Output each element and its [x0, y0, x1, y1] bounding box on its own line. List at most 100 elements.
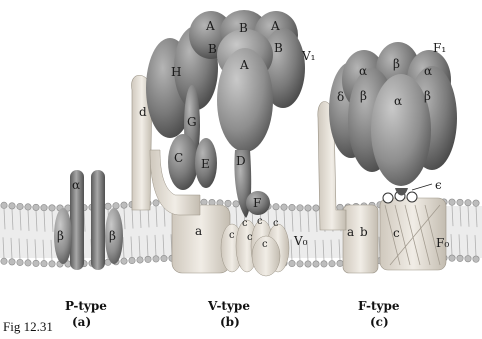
v-label-a3: A: [239, 58, 249, 72]
caption-p-type: P-type: [65, 299, 107, 313]
lipid-head: [145, 256, 151, 262]
v-label-d-large: D: [236, 154, 246, 168]
lipid-head: [305, 261, 311, 267]
v-label-d-small: d: [139, 105, 147, 119]
f-subunit-a-b-base: [343, 205, 378, 273]
lipid-head: [137, 257, 143, 263]
v-sector-v0-label: V₀: [293, 234, 308, 248]
v-label-b2: B: [208, 42, 217, 56]
lipid-head: [337, 260, 343, 266]
f-label-a: a: [347, 225, 354, 239]
f-label-beta3: β: [424, 89, 431, 103]
lipid-head: [337, 204, 343, 210]
v-sector-v1-label: V₁: [301, 49, 315, 63]
lipid-head: [49, 261, 55, 267]
epsilon-pointer: [412, 184, 432, 190]
lipid-head: [321, 261, 327, 267]
f-sector-f1-label: F₁: [433, 41, 446, 55]
lipid-head: [33, 204, 39, 210]
p-beta-left-label: β: [57, 229, 64, 243]
v-label-c6: c: [262, 239, 268, 250]
lipid-head: [225, 200, 231, 206]
lipid-head: [465, 256, 471, 262]
v-label-c-large: C: [174, 151, 183, 165]
lipid-head: [17, 203, 23, 209]
v-label-b3: B: [274, 41, 283, 55]
lipid-head: [49, 205, 55, 211]
lipid-head: [313, 205, 319, 211]
f-label-b: b: [360, 225, 368, 239]
lipid-head: [281, 204, 287, 210]
lipid-head: [9, 259, 15, 265]
lipid-head: [161, 255, 167, 261]
lipid-head: [121, 258, 127, 264]
lipid-head: [233, 201, 239, 207]
lipid-head: [449, 199, 455, 205]
lipid-head: [289, 204, 295, 210]
f-label-c: c: [393, 226, 400, 240]
lipid-head: [41, 204, 47, 210]
v-label-a1: A: [205, 19, 215, 33]
lipid-head: [25, 260, 31, 266]
lipid-head: [297, 205, 303, 211]
lipid-head: [1, 258, 7, 264]
lipid-head: [1, 202, 7, 208]
f-label-alpha2: α: [424, 64, 432, 78]
lipid-head: [153, 256, 159, 262]
v-label-h: H: [171, 65, 181, 79]
v-label-b1: B: [239, 21, 248, 35]
f-label-epsilon: ϵ: [435, 178, 442, 192]
f-label-alpha3: α: [394, 94, 402, 108]
v-label-a2: A: [270, 19, 280, 33]
lipid-head: [9, 203, 15, 209]
caption-f-type: F-type: [358, 299, 400, 313]
f-label-delta: δ: [337, 90, 344, 104]
v-label-c4: c: [273, 218, 279, 229]
f-label-beta2: β: [360, 89, 367, 103]
lipid-head: [41, 260, 47, 266]
lipid-head: [457, 199, 463, 205]
lipid-head: [153, 200, 159, 206]
f-subunit-alpha-front: [371, 74, 431, 186]
lipid-head: [289, 260, 295, 266]
lipid-head: [25, 204, 31, 210]
lipid-head: [305, 205, 311, 211]
f-c-ring: [380, 198, 446, 270]
v-label-c2: c: [242, 218, 248, 229]
lipid-head: [113, 203, 119, 209]
caption-c: (c): [370, 315, 389, 329]
lipid-head: [297, 261, 303, 267]
lipid-head: [465, 200, 471, 206]
f-label-beta1: β: [393, 57, 400, 71]
f-label-alpha1: α: [359, 64, 367, 78]
v-label-c3: c: [257, 216, 263, 227]
lipid-head: [313, 261, 319, 267]
caption-v-type: V-type: [207, 299, 250, 313]
v-label-g: G: [187, 115, 197, 129]
lipid-head: [17, 259, 23, 265]
caption-b: (b): [220, 315, 240, 329]
p-alpha-label: α: [72, 178, 80, 192]
p-type-alpha-rod-right: [91, 170, 105, 270]
v-label-c5: c: [247, 232, 253, 243]
f-sector-f0-label: F₀: [436, 236, 449, 250]
lipid-head: [449, 255, 455, 261]
figure-number: Fig 12.31: [3, 319, 53, 334]
lipid-head: [457, 255, 463, 261]
lipid-head: [129, 257, 135, 263]
lipid-head: [105, 203, 111, 209]
lipid-head: [121, 202, 127, 208]
v-label-f: F: [253, 196, 261, 210]
p-beta-right-label: β: [109, 229, 116, 243]
lipid-head: [33, 260, 39, 266]
v-label-c1: c: [229, 230, 235, 241]
lipid-head: [273, 204, 279, 210]
lipid-head: [201, 199, 207, 205]
caption-a: (a): [72, 315, 91, 329]
lipid-head: [473, 200, 479, 206]
lipid-head: [329, 261, 335, 267]
lipid-head: [473, 256, 479, 262]
v-label-a-small: a: [195, 224, 202, 238]
